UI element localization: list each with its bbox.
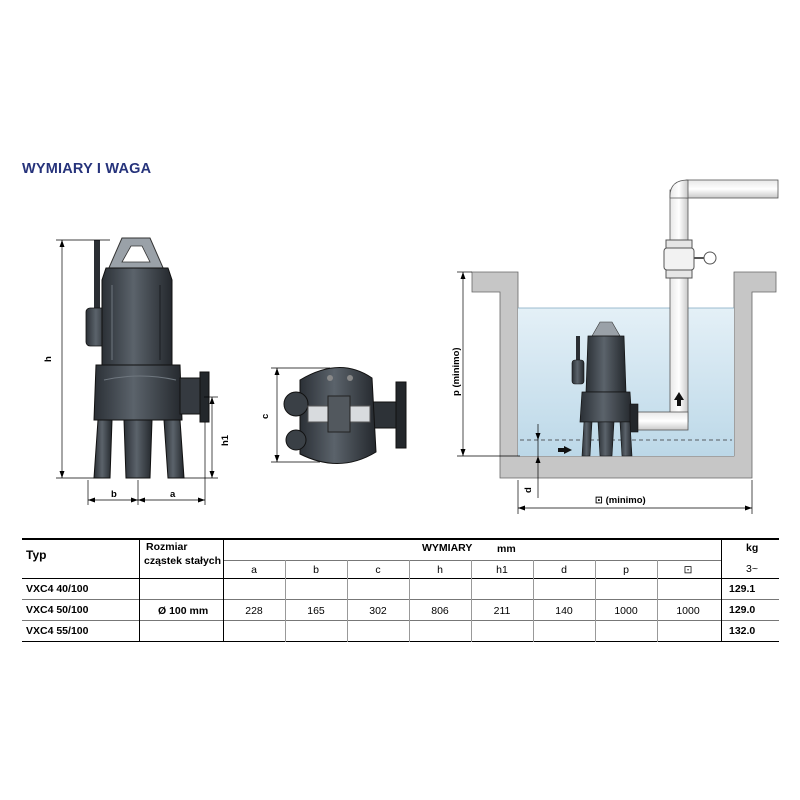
row-weight: 132.0 [729,625,756,637]
row-type: VXC4 55/100 [26,625,89,637]
dim-value-square: 1000 [676,605,700,617]
pump-side-view [85,237,210,479]
dim-value-c: 302 [369,605,387,617]
dim-label-h1: h1 [220,434,231,446]
header-size-line1: Rozmiar [146,541,188,553]
row-type: VXC4 50/100 [26,604,89,616]
header-weight: kg [746,542,759,554]
dim-header-a: a [251,564,257,576]
dimensions-table: Typ Rozmiar cząstek stałych WYMIARY mm k… [22,538,779,642]
header-size-line2: cząstek stałych [144,555,222,567]
dim-label-b: b [111,489,117,500]
top-view-dimension: c [260,367,330,463]
dim-value-a: 228 [245,605,263,617]
dim-header-h1: h1 [496,564,508,576]
technical-drawing: h h1 b a c [43,179,779,514]
pump-top-view [283,367,407,464]
dim-header-b: b [313,564,319,576]
dim-header-h: h [437,564,443,576]
header-weight-sub: 3~ [746,563,758,575]
dim-label-a: a [170,489,176,500]
installation-diagram [471,179,779,479]
row-weight: 129.0 [729,604,756,616]
size-value: Ø 100 mm [158,605,209,617]
dim-value-h: 806 [431,605,449,617]
dim-label-d: d [523,487,534,493]
dim-header-square: ⊡ [683,564,693,576]
dim-value-b: 165 [307,605,325,617]
row-type: VXC4 40/100 [26,583,89,595]
side-view-dimensions: h h1 b a [43,239,231,505]
dim-label-p: p (minimo) [451,347,462,396]
installation-dimensions: p (minimo) d ⊡ (minimo) [451,271,753,514]
dim-header-p: p [623,564,629,576]
dim-value-h1: 211 [493,605,511,617]
dim-value-d: 140 [555,605,573,617]
dim-label-c: c [260,414,271,419]
dim-label-square: ⊡ (minimo) [595,495,646,506]
dim-label-h: h [43,356,54,362]
page-title: WYMIARY I WAGA [22,161,152,177]
dim-header-d: d [561,564,567,576]
row-weight: 129.1 [729,583,756,595]
dim-value-p: 1000 [614,605,638,617]
dim-header-c: c [375,564,381,576]
header-dimensions-unit: mm [497,543,516,555]
header-dimensions: WYMIARY [422,542,473,554]
header-type: Typ [26,548,47,562]
